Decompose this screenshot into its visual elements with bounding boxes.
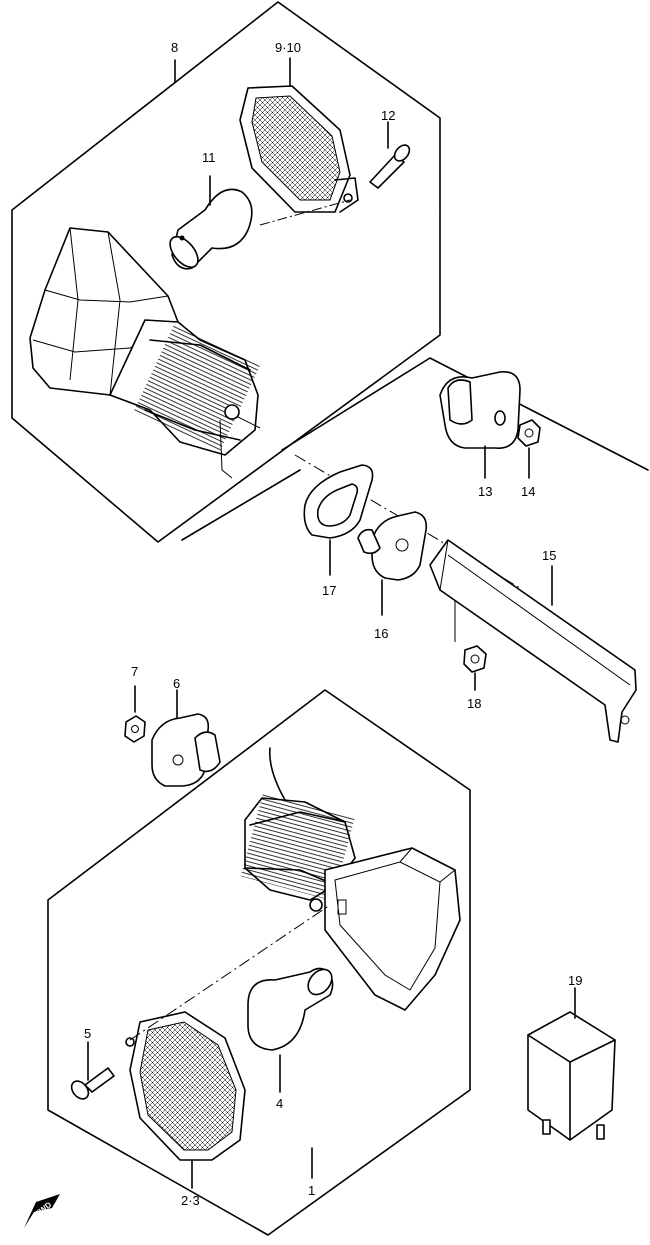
label-14: 14	[521, 484, 535, 499]
grommet-17	[303, 464, 374, 576]
label-8: 8	[171, 40, 178, 55]
upper-screw-12	[369, 121, 411, 189]
lower-bulb-4	[247, 967, 334, 1093]
label-5: 5	[84, 1026, 91, 1041]
label-13: 13	[478, 484, 492, 499]
label-19: 19	[568, 973, 582, 988]
mount-plate-13	[439, 371, 521, 479]
upper-housing-body	[109, 319, 261, 479]
lower-lens-2-3	[125, 1011, 246, 1189]
forward-arrow-icon: FWD	[24, 1194, 60, 1228]
label-7: 7	[131, 664, 138, 679]
label-4: 4	[276, 1096, 283, 1111]
label-18: 18	[467, 696, 481, 711]
label-16: 16	[374, 626, 388, 641]
label-12: 12	[381, 108, 395, 123]
mount-plate-6	[151, 689, 221, 787]
lower-assembly-outline	[47, 689, 471, 1236]
label-17: 17	[322, 583, 336, 598]
nut-14	[517, 419, 541, 479]
label-2-3: 2·3	[181, 1193, 200, 1208]
label-11: 11	[202, 150, 216, 165]
upper-lens-9-10	[239, 57, 359, 213]
label-6: 6	[173, 676, 180, 691]
relay-19	[527, 987, 616, 1141]
lower-housing-lens	[309, 847, 461, 1011]
nut-7	[124, 685, 146, 743]
screw-5	[70, 1041, 115, 1100]
upper-assembly-outline	[11, 1, 441, 543]
mount-bracket-outline	[181, 357, 649, 541]
label-1: 1	[308, 1183, 315, 1198]
mount-rubber-16	[357, 511, 428, 616]
label-9-10: 9·10	[275, 40, 301, 55]
bracket-15	[429, 539, 637, 743]
upper-bulb-11	[169, 175, 253, 270]
part-labels: 8 9·10 12 11 13 14 15 17 16 18 7 6 19 5 …	[84, 40, 582, 1208]
label-15: 15	[542, 548, 556, 563]
nut-18	[454, 600, 487, 691]
